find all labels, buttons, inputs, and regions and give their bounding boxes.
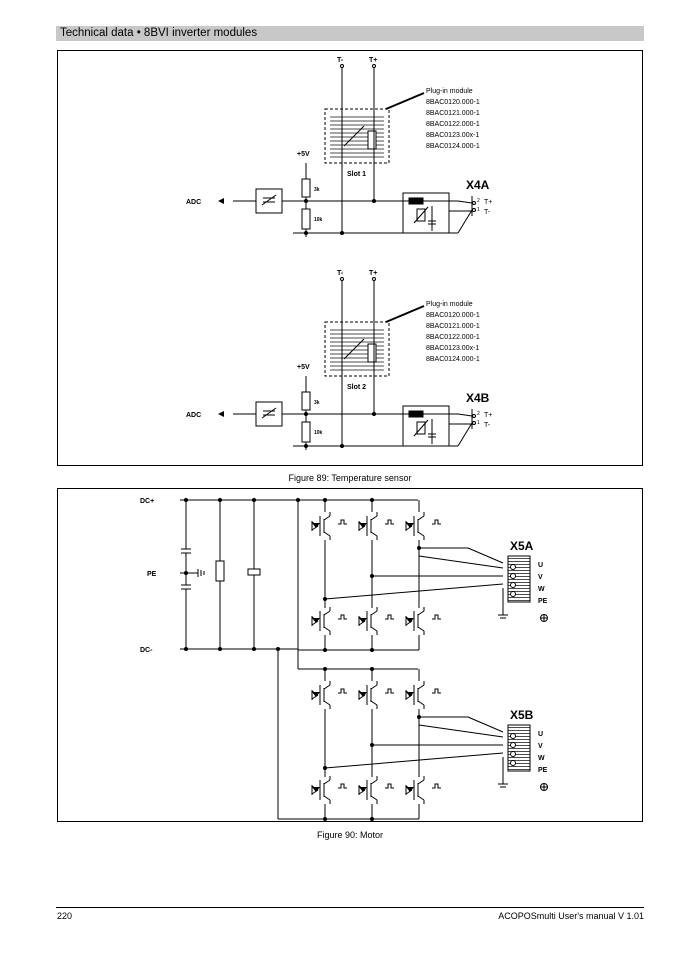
slot1-t-plus-label: T+ (369, 57, 377, 64)
x5b-pe: PE (538, 767, 548, 774)
slot1-r-top: 3k (314, 187, 320, 193)
connector-x5b-label: X5B (510, 708, 534, 722)
motor-diagram: DC+ PE DC- X5A U V W PE X5B U V W PE (140, 489, 644, 823)
connector-x4b-label: X4B (466, 391, 490, 405)
slot2-t-minus-label: T- (337, 270, 344, 277)
slot1-module-1: 8BAC0121.000-1 (426, 110, 480, 117)
slot1-tplus-terminal: T+ (484, 199, 492, 206)
slot1-module-3: 8BAC0123.00x-1 (426, 132, 479, 139)
slot1-supply-label: +5V (297, 151, 310, 158)
temperature-sensor-diagram: T- T+ Plug-in module 8BAC0120.000-1 8BAC… (186, 57, 492, 451)
slot2-r-bottom: 10k (314, 430, 323, 436)
page-number: 220 (57, 911, 73, 921)
slot1-module-0: 8BAC0120.000-1 (426, 99, 480, 106)
slot1-tminus-terminal: T- (484, 209, 491, 216)
slot2-supply-label: +5V (297, 364, 310, 371)
slot2-tplus-terminal: T+ (484, 412, 492, 419)
figure-90-caption: Figure 90: Motor (316, 830, 384, 840)
slot2-module-1: 8BAC0121.000-1 (426, 323, 480, 330)
slot2-module-4: 8BAC0124.000-1 (426, 356, 480, 363)
slot2-r-top: 3k (314, 400, 320, 406)
slot2-pin1: 1 (477, 420, 480, 426)
connector-x5a-label: X5A (510, 539, 534, 553)
manual-title: ACOPOSmulti User's manual V 1.01 (498, 911, 644, 921)
pe-label: PE (147, 571, 157, 578)
slot2-module-3: 8BAC0123.00x-1 (426, 345, 479, 352)
figure-89-caption: Figure 89: Temperature sensor (288, 473, 412, 483)
x5a-w: W (538, 586, 545, 593)
slot2-tminus-terminal: T- (484, 422, 491, 429)
slot2-module-2: 8BAC0122.000-1 (426, 334, 480, 341)
x5b-v: V (538, 743, 543, 750)
slot2-module-0: 8BAC0120.000-1 (426, 312, 480, 319)
x5a-u: U (538, 562, 543, 569)
slot1-adc-label: ADC (186, 199, 201, 206)
slot2-pin2: 2 (477, 411, 480, 417)
footer-rule (56, 907, 644, 908)
connector-x4a-label: X4A (466, 178, 490, 192)
slot1-pin1: 1 (477, 207, 480, 213)
slot2-label: Slot 2 (347, 384, 366, 391)
slot1-module-2: 8BAC0122.000-1 (426, 121, 480, 128)
slot1-module-title: Plug-in module (426, 88, 473, 95)
slot1-r-bottom: 10k (314, 217, 323, 223)
slot2-t-plus-label: T+ (369, 270, 377, 277)
figure-90-frame: DC+ PE DC- X5A U V W PE X5B U V W PE (57, 488, 643, 822)
x5b-w: W (538, 755, 545, 762)
dc-minus-label: DC- (140, 647, 153, 654)
slot1-pin2: 2 (477, 198, 480, 204)
slot2-module-title: Plug-in module (426, 301, 473, 308)
slot-1-circuit (218, 64, 476, 237)
header-title: Technical data • 8BVI inverter modules (60, 27, 258, 39)
dc-plus-label: DC+ (140, 498, 154, 505)
x5a-pe: PE (538, 598, 548, 605)
slot1-t-minus-label: T- (337, 57, 344, 64)
slot1-module-4: 8BAC0124.000-1 (426, 143, 480, 150)
slot2-adc-label: ADC (186, 412, 201, 419)
x5b-u: U (538, 731, 543, 738)
slot1-label: Slot 1 (347, 171, 366, 178)
page-header: Technical data • 8BVI inverter modules (56, 26, 644, 41)
x5a-v: V (538, 574, 543, 581)
figure-89-frame: T- T+ Plug-in module 8BAC0120.000-1 8BAC… (57, 50, 643, 466)
